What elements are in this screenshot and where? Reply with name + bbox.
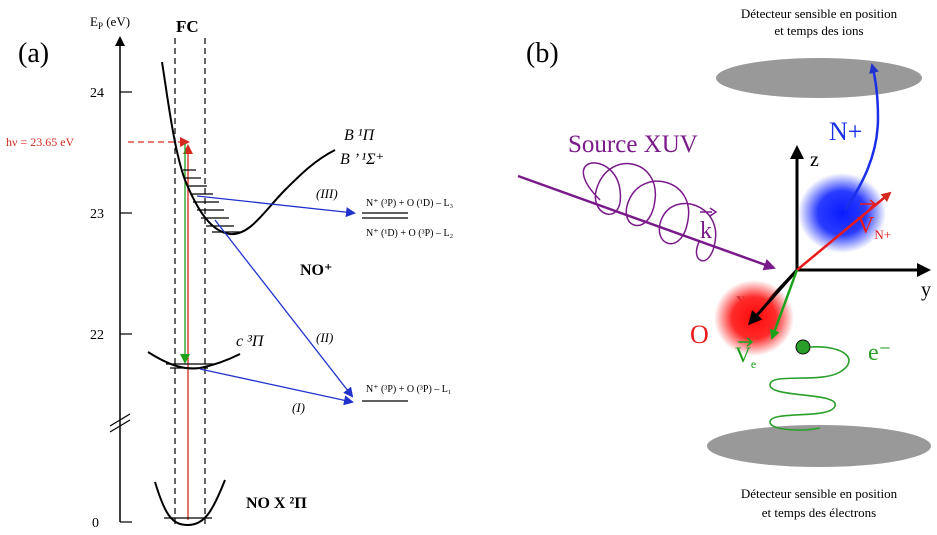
path-ii-arrow	[214, 219, 354, 398]
panel-a-label: (a)	[18, 38, 49, 69]
axis-break-2	[109, 419, 131, 433]
state-ground-label: NO X ²Π	[246, 495, 307, 512]
panel-b-label: (b)	[526, 38, 559, 69]
limit-l2-label: N⁺ (¹D) + O (³P) – L₂	[366, 228, 453, 239]
photon-energy-label: hν = 23.65 eV	[6, 135, 75, 149]
electron-label: e⁻	[868, 340, 891, 366]
detector-bottom-line1: Détecteur sensible en position	[741, 486, 898, 501]
o-velocity-arrow	[748, 269, 799, 326]
v-ion-arrow	[796, 191, 892, 271]
ground-state-curve	[154, 479, 226, 527]
axis-break-1	[109, 413, 131, 427]
detector-bottom-line2: et temps des électrons	[762, 505, 876, 520]
energy-axis-label: EP (eV)	[90, 14, 130, 31]
path-i-label: (I)	[292, 400, 305, 415]
path-ii-label: (II)	[316, 330, 333, 345]
xuv-helix	[582, 162, 717, 262]
v-ion-label: VN+	[857, 213, 891, 242]
k-vector-arrowhead	[709, 207, 718, 217]
fc-label: FC	[176, 17, 199, 36]
tick-label-22: 22	[90, 328, 104, 343]
path-i-arrow	[199, 368, 354, 406]
detector-top-line2: et temps des ions	[774, 23, 863, 38]
b-state-vibrational-levels	[183, 169, 240, 233]
c-state-curve	[147, 351, 241, 370]
panel-a: (a) EP (eV) 24 23 22 0 FC hν = 23.65 eV …	[6, 14, 453, 531]
limit-l3-label: N⁺ (³P) + O (¹D) – L₃	[366, 198, 453, 209]
k-label: k	[700, 218, 712, 244]
state-b-pi-label: B ¹Π	[344, 127, 376, 144]
ion-detector	[716, 58, 922, 98]
tick-label-24: 24	[90, 86, 104, 101]
axis-z-label: z	[810, 149, 819, 171]
path-iii-label: (III)	[316, 186, 338, 201]
n-ion-label: N+	[829, 117, 862, 146]
path-iii-arrow	[196, 195, 356, 218]
n-ion-blob	[798, 173, 886, 253]
v-ion-vector-mark	[860, 199, 877, 209]
electron-dot	[795, 339, 811, 355]
state-c-label: c ³Π	[236, 333, 265, 350]
n-ion-trajectory	[843, 63, 880, 211]
tick-label-0: 0	[92, 516, 99, 531]
electron-trajectory	[769, 346, 850, 431]
v-e-vector-mark	[738, 337, 754, 347]
v-e-arrow	[770, 269, 799, 340]
source-label: Source XUV	[568, 131, 698, 158]
detector-top-line1: Détecteur sensible en position	[741, 6, 898, 21]
state-b-sigma-label: B ’ ¹Σ⁺	[340, 151, 384, 168]
o-atom-label: O	[690, 320, 709, 349]
axis-y-label: y	[921, 279, 931, 301]
v-e-label: Ve	[735, 342, 756, 371]
b-state-curve	[161, 61, 336, 236]
limit-l1-label: N⁺ (³P) + O (³P) – L₁	[366, 384, 451, 395]
panel-b: (b) Détecteur sensible en position et te…	[517, 6, 931, 520]
ion-label: NO⁺	[300, 262, 332, 279]
electron-detector	[707, 425, 931, 467]
tick-label-23: 23	[90, 207, 104, 222]
